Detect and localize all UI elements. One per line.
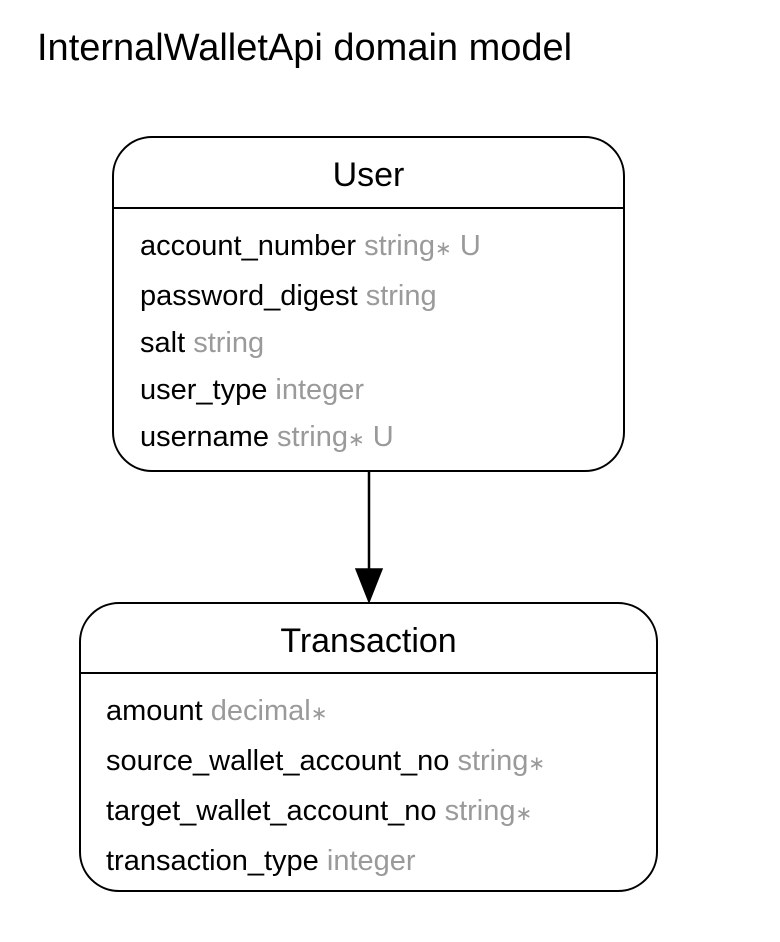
entity-name: User [114,138,623,209]
attribute-name: user_type [140,374,268,406]
attribute-type: integer [275,374,365,406]
attribute-list: account_number string∗ U password_digest… [114,209,623,464]
attribute-row: transaction_type integer [106,838,656,885]
attribute-type: string [364,230,436,262]
attribute-name: account_number [140,230,357,262]
attribute-list: amount decimal∗ source_wallet_account_no… [81,674,656,885]
diagram-title: InternalWalletApi domain model [37,27,573,69]
attribute-name: transaction_type [106,845,319,877]
entity-user: User account_number string∗ U password_d… [112,136,625,472]
attribute-name: password_digest [140,280,358,312]
attribute-row: username string∗ U [140,414,623,464]
attribute-type: string [277,421,348,453]
attribute-type: decimal [210,695,311,727]
attribute-row: target_wallet_account_no string∗ [106,788,656,838]
attribute-type: integer [326,845,416,877]
edge-arrowhead-icon [354,568,384,605]
attribute-row: account_number string∗ U [140,223,623,273]
attribute-type: string [444,795,516,827]
unique-marker: U [459,230,481,262]
required-marker: ∗ [435,238,452,260]
attribute-name: username [140,421,269,453]
attribute-name: amount [106,695,203,727]
unique-marker: U [372,421,394,453]
attribute-row: password_digest string [140,273,623,320]
entity-transaction: Transaction amount decimal∗ source_walle… [79,602,658,892]
attribute-row: source_wallet_account_no string∗ [106,738,656,788]
attribute-name: source_wallet_account_no [106,745,450,777]
entity-name: Transaction [81,604,656,674]
attribute-row: user_type integer [140,367,623,414]
required-marker: ∗ [515,803,533,825]
attribute-type: string [457,745,529,777]
attribute-type: string [365,280,437,312]
attribute-row: amount decimal∗ [106,688,656,738]
attribute-name: target_wallet_account_no [106,795,437,827]
attribute-row: salt string [140,320,623,367]
attribute-type: string [193,327,265,359]
attribute-name: salt [140,327,186,359]
required-marker: ∗ [528,753,546,775]
required-marker: ∗ [347,429,365,451]
required-marker: ∗ [310,703,328,725]
